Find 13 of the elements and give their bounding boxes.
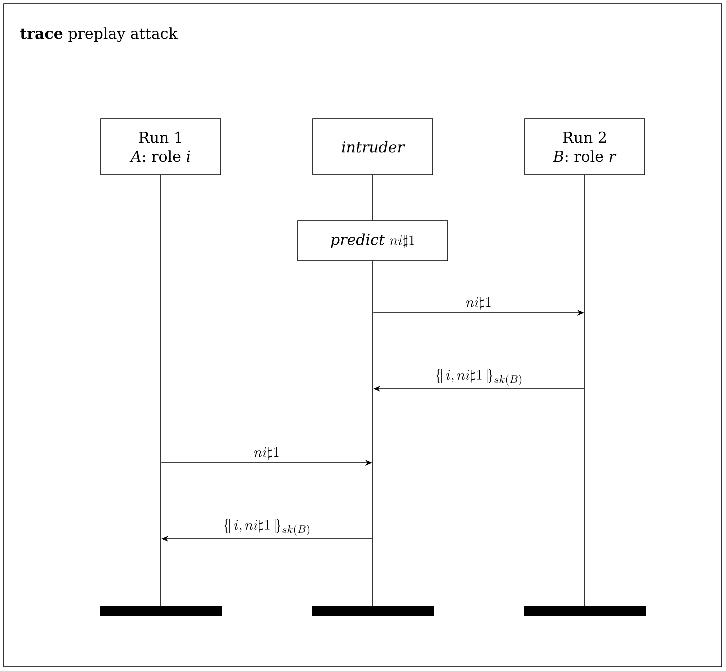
run-box: Run 2 B: role r — [524, 118, 646, 176]
title: trace preplay attack — [20, 28, 178, 42]
end-bar — [524, 606, 646, 616]
action-box: $\textit{predict}\ ni\sharp 1$ — [298, 220, 448, 262]
run-box: Run 1 A: role i — [100, 118, 222, 176]
message-label: $ni\sharp 1$ — [254, 446, 279, 460]
end-bar — [100, 606, 222, 616]
lifeline — [372, 175, 374, 221]
end-bar — [312, 606, 434, 616]
message-label: $\{\!|\, i, ni\sharp 1 \,|\!\}_{sk(B)}$ — [224, 519, 310, 536]
message-label: $ni\sharp 1$ — [466, 296, 491, 310]
message-label: $\{\!|\, i, ni\sharp 1 \,|\!\}_{sk(B)}$ — [436, 369, 522, 386]
intruder-box: intruder — [312, 118, 434, 176]
